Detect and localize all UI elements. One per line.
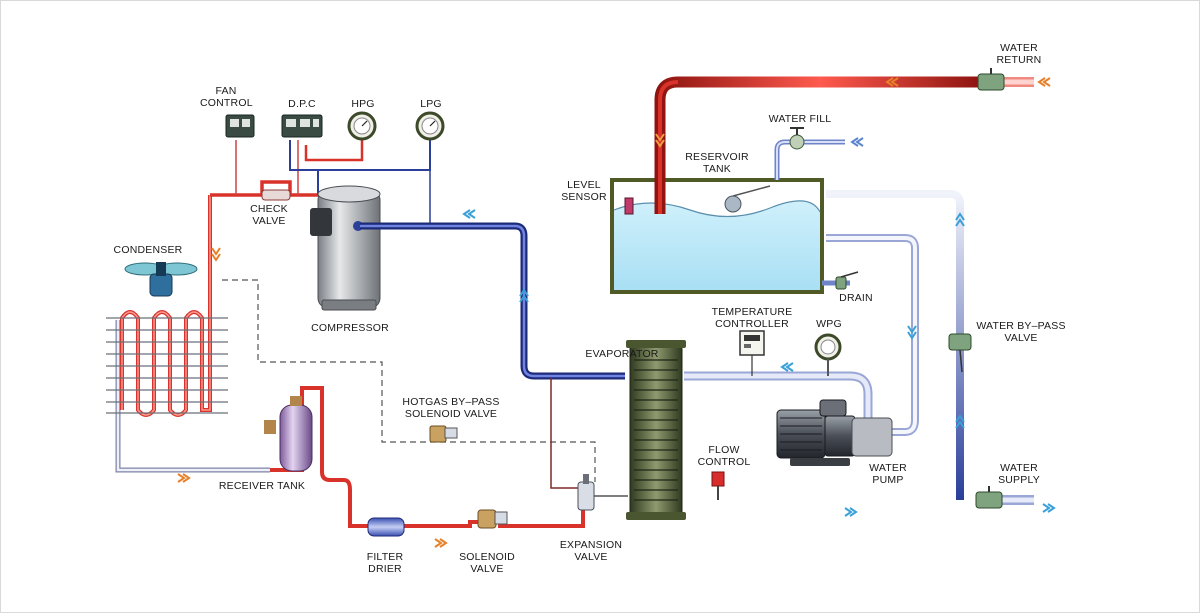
- water-return-valve: [977, 68, 1005, 91]
- flow-arrow-water-return: [885, 77, 1051, 87]
- flow-arrow-return-down: [655, 133, 665, 148]
- hotgas-bypass-valve: [429, 425, 458, 443]
- label-receiver-tank: RECEIVER TANK: [218, 480, 306, 492]
- condenser-coil: [106, 195, 270, 473]
- solenoid-valve: [477, 509, 508, 529]
- temperature-controller: [739, 330, 765, 376]
- flow-arrow-liquid: [177, 247, 448, 548]
- label-lpg: LPG: [420, 98, 442, 110]
- label-water-fill: WATER FILL: [768, 113, 832, 125]
- condenser-fan: [124, 262, 198, 297]
- dpc-switch: [281, 114, 323, 138]
- label-drain: DRAIN: [839, 292, 873, 304]
- water-pump: [776, 399, 893, 466]
- lpg-gauge: [415, 111, 445, 141]
- filter-drier: [367, 517, 405, 537]
- evaporator: [626, 340, 686, 520]
- reservoir-tank: [610, 178, 824, 294]
- discharge-line: [210, 138, 431, 226]
- hotgas-bypass-line: [222, 279, 596, 482]
- check-valve: [261, 189, 291, 201]
- flow-arrow-suction: [462, 209, 529, 303]
- receiver-tank: [264, 396, 313, 472]
- water-supply-valve: [975, 486, 1003, 509]
- wpg-gauge: [814, 333, 842, 376]
- label-evaporator: EVAPORATOR: [585, 348, 659, 360]
- label-condenser: CONDENSER: [113, 244, 183, 256]
- hpg-gauge: [347, 111, 377, 141]
- flow-arrow-water-fill: [850, 137, 864, 147]
- water-fill-line: [774, 139, 845, 180]
- water-return-line: [654, 76, 1034, 214]
- fan-control-switch: [225, 114, 255, 138]
- expansion-valve: [577, 474, 628, 511]
- suction-line: [360, 222, 625, 380]
- drain-valve: [822, 271, 859, 290]
- flow-arrow-chilled: [780, 212, 1056, 517]
- label-hpg: HPG: [351, 98, 375, 110]
- water-bypass-valve: [948, 333, 972, 373]
- label-dpc: D.P.C: [288, 98, 316, 110]
- label-wpg: WPG: [816, 318, 842, 330]
- water-fill-valve: [789, 127, 805, 150]
- compressor: [310, 185, 381, 311]
- label-compressor: COMPRESSOR: [311, 322, 389, 334]
- flow-control: [711, 471, 725, 500]
